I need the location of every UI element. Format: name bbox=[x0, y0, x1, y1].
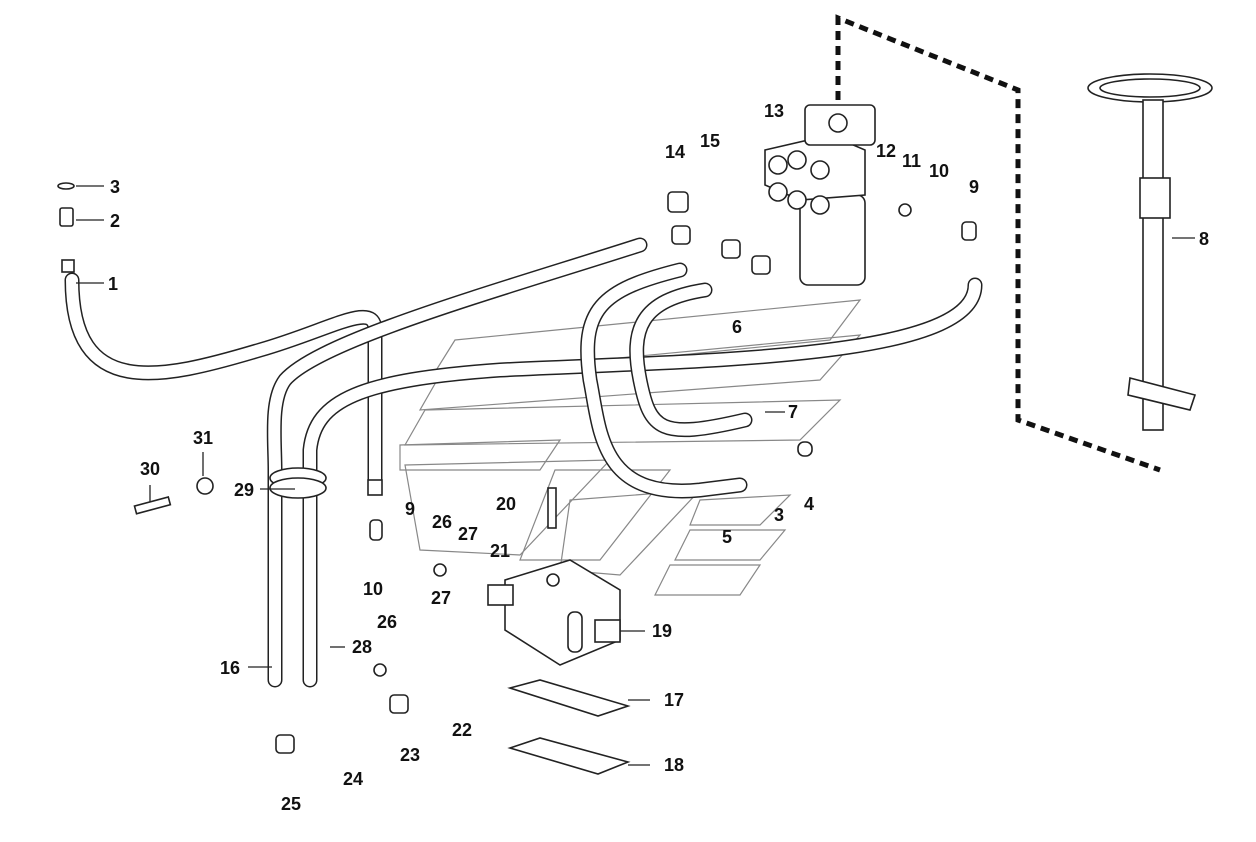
callout-3: 3 bbox=[110, 177, 120, 197]
plate-17 bbox=[507, 679, 631, 717]
callout-10: 10 bbox=[363, 579, 383, 599]
callout-14: 14 bbox=[665, 142, 685, 162]
callout-13: 13 bbox=[764, 101, 784, 121]
callout-17: 17 bbox=[664, 690, 684, 710]
callout-16: 16 bbox=[220, 658, 240, 678]
callout-15: 15 bbox=[700, 131, 720, 151]
callout-22: 22 bbox=[452, 720, 472, 740]
callout-24: 24 bbox=[343, 769, 363, 789]
steering-column bbox=[1087, 73, 1213, 431]
hoses bbox=[64, 237, 983, 688]
callout-23: 23 bbox=[400, 745, 420, 765]
callout-11: 11 bbox=[902, 151, 921, 171]
callout-25: 25 bbox=[281, 794, 301, 814]
callout-27: 27 bbox=[431, 588, 451, 608]
callout-18: 18 bbox=[664, 755, 684, 775]
hose-clamp bbox=[269, 467, 327, 499]
fittings bbox=[57, 182, 977, 754]
callout-26: 26 bbox=[377, 612, 397, 632]
callout-27: 27 bbox=[458, 524, 478, 544]
callout-29: 29 bbox=[234, 480, 254, 500]
callout-1: 1 bbox=[108, 274, 118, 294]
callout-28: 28 bbox=[352, 637, 372, 657]
callout-6: 6 bbox=[732, 317, 742, 337]
callout-9: 9 bbox=[405, 499, 415, 519]
callout-2: 2 bbox=[110, 211, 120, 231]
callout-12: 12 bbox=[876, 141, 896, 161]
dashed-connection-line bbox=[835, 14, 1161, 473]
callout-20: 20 bbox=[496, 494, 516, 514]
leader-lines bbox=[76, 185, 1195, 766]
plate-18 bbox=[507, 737, 631, 775]
callout-19: 19 bbox=[652, 621, 672, 641]
callout-10: 10 bbox=[929, 161, 949, 181]
callout-30: 30 bbox=[140, 459, 160, 479]
callout-31: 31 bbox=[193, 428, 213, 448]
callout-8: 8 bbox=[1199, 229, 1209, 249]
valve-block bbox=[487, 559, 621, 666]
steering-valve bbox=[764, 104, 876, 286]
callout-9: 9 bbox=[969, 177, 979, 197]
callout-5: 5 bbox=[722, 527, 732, 547]
callout-21: 21 bbox=[490, 541, 510, 561]
callout-7: 7 bbox=[788, 402, 798, 422]
callout-26: 26 bbox=[432, 512, 452, 532]
callouts: 1 2 3 3 4 5 6 7 8 9 9 10 10 11 12 13 14 … bbox=[108, 101, 1209, 814]
callout-3: 3 bbox=[774, 505, 784, 525]
callout-4: 4 bbox=[804, 494, 814, 514]
